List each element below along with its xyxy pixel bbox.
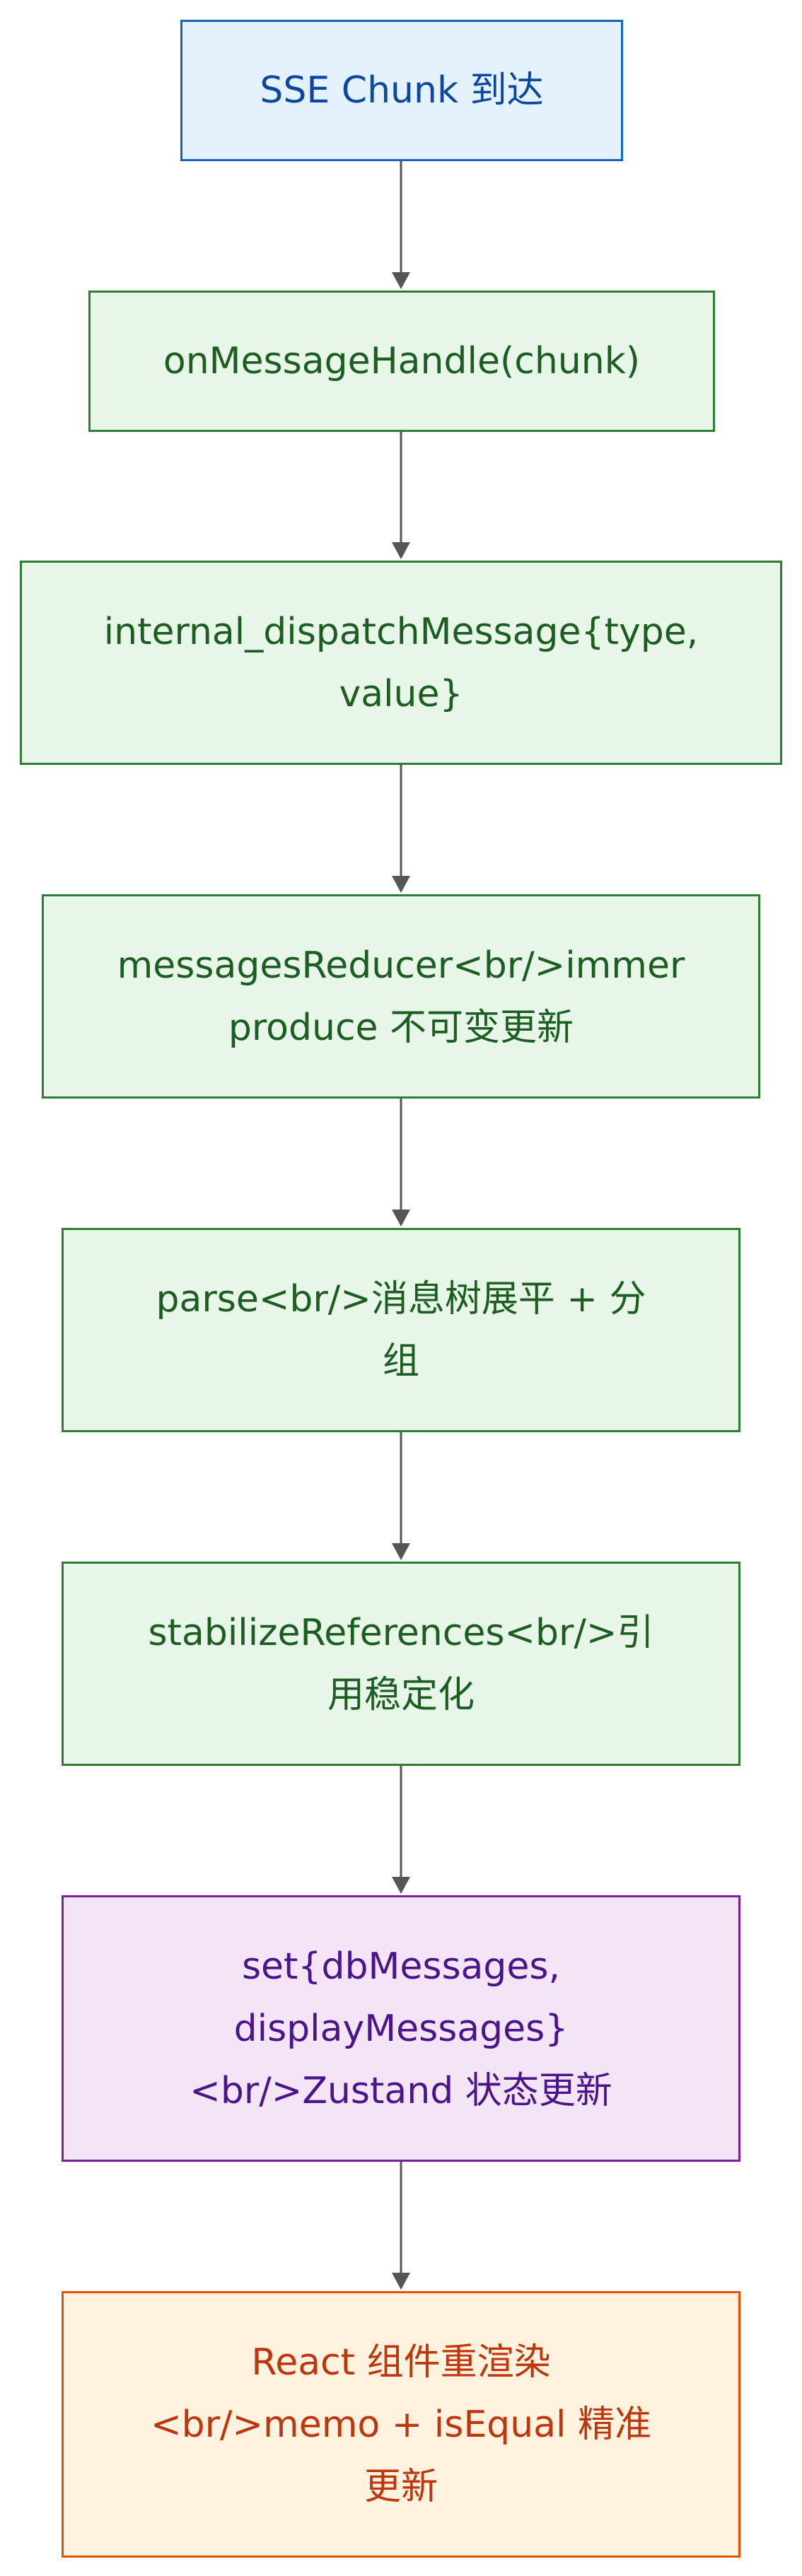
- edge-messages-reducer-to-parse: [392, 1099, 410, 1226]
- arrow-head-icon: [392, 876, 410, 893]
- arrow-head-icon: [392, 1210, 410, 1226]
- arrow-head-icon: [392, 1877, 410, 1894]
- node-stabilize-references: stabilizeReferences<br/>引 用稳定化: [62, 1562, 740, 1766]
- node-sse-chunk: SSE Chunk 到达: [180, 20, 623, 161]
- edge-sse-chunk-to-on-message-handle: [392, 161, 410, 289]
- node-react-render: React 组件重渲染 <br/>memo + isEqual 精准 更新: [62, 2291, 740, 2558]
- arrow-head-icon: [392, 1543, 410, 1560]
- edge-stabilize-references-to-set-state: [392, 1766, 410, 1894]
- arrow-head-icon: [392, 542, 410, 559]
- edge-on-message-handle-to-internal-dispatch: [392, 432, 410, 559]
- arrow-head-icon: [392, 2273, 410, 2290]
- node-messages-reducer: messagesReducer<br/>immer produce 不可变更新: [42, 894, 760, 1099]
- node-on-message-handle: onMessageHandle(chunk): [88, 291, 715, 432]
- node-set-state: set{dbMessages, displayMessages} <br/>Zu…: [62, 1895, 740, 2162]
- node-parse: parse<br/>消息树展平 + 分 组: [62, 1228, 740, 1432]
- arrow-head-icon: [392, 272, 410, 289]
- node-internal-dispatch: internal_dispatchMessage{type, value}: [20, 561, 782, 765]
- edge-internal-dispatch-to-messages-reducer: [392, 765, 410, 893]
- edge-parse-to-stabilize-references: [392, 1432, 410, 1560]
- edge-set-state-to-react-render: [392, 2162, 410, 2290]
